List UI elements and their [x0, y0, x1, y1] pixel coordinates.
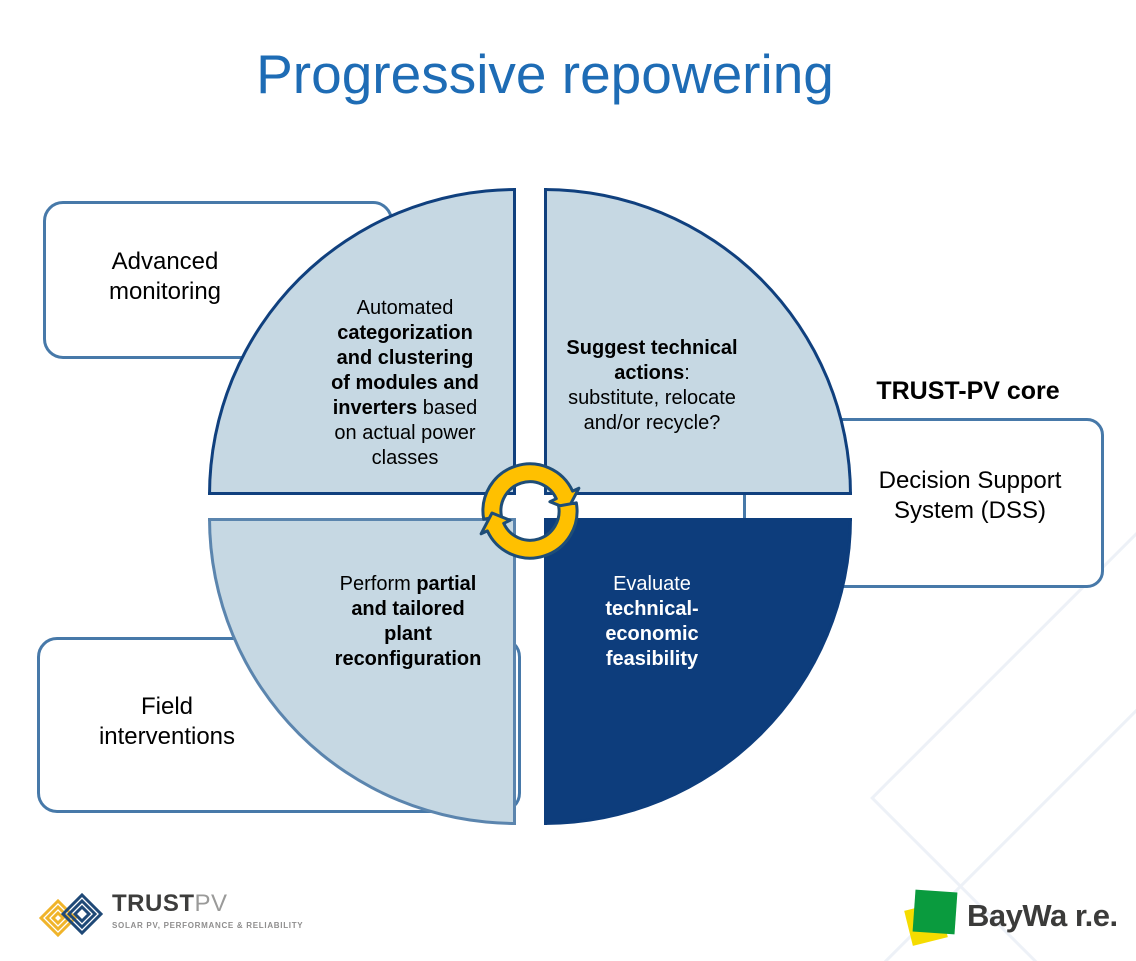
page-title: Progressive repowering — [256, 43, 834, 105]
baywa-green-square-icon — [912, 889, 958, 935]
dss-label: Decision Support System (DSS) — [845, 466, 1095, 526]
baywa-logo: BayWa r.e. — [904, 888, 1125, 950]
quadrant-text-line: actions: — [614, 362, 690, 384]
quadrant-text-line: plant — [384, 623, 432, 645]
trustpv-name-light: PV — [194, 890, 228, 917]
quadrant-text-top-right: Suggest technical actions: substitute, rel… — [547, 336, 757, 436]
quadrant-text-line: reconfiguration — [334, 648, 482, 670]
trustpv-diamonds-icon — [38, 892, 104, 938]
trustpv-wordmark: TRUSTPV SOLAR PV, PERFORMANCE & RELIABIL… — [112, 890, 412, 930]
quadrant-text-line: economic — [605, 623, 699, 645]
quadrant-text-line: on actual power — [334, 422, 476, 444]
quadrant-text-bottom-left: Perform partial and tailored plant reconfig… — [298, 572, 518, 672]
field-interventions-label: Field interventions — [42, 692, 292, 752]
quadrant-text-top-left: Automated categorization and clustering of … — [285, 296, 525, 471]
label-line: Field — [140, 693, 194, 720]
quadrant-text-line: and clustering — [336, 347, 474, 369]
advanced-monitoring-label: Advanced monitoring — [45, 247, 285, 307]
label-line: monitoring — [108, 278, 222, 305]
quadrant-text-line: categorization — [337, 322, 473, 344]
quadrant-text-line: and tailored — [351, 598, 465, 620]
trustpv-core-label: TRUST-PV core — [876, 377, 1060, 405]
label-line: Advanced — [111, 248, 219, 275]
quadrant-text-line: Perform partial — [339, 573, 477, 595]
quadrant-text-line: Automated — [356, 297, 454, 319]
label-line: Decision Support — [878, 467, 1062, 494]
quadrant-text-line: substitute, relocate — [568, 387, 736, 409]
trustpv-tagline: SOLAR PV, PERFORMANCE & RELIABILITY — [112, 921, 304, 930]
baywa-wordmark: BayWa r.e. — [967, 898, 1118, 933]
quadrant-text-bottom-right: Evaluate technical-economic feasibility — [547, 572, 757, 672]
quadrant-text-line: of modules and — [331, 372, 479, 394]
quadrant-text-line: classes — [371, 447, 439, 469]
quadrant-text-line: inverters based — [332, 397, 478, 419]
quadrant-text-line: technical- — [605, 598, 699, 620]
quadrant-text-line: Evaluate — [613, 573, 691, 595]
trustpv-name-bold: TRUST — [112, 890, 195, 917]
quadrant-text-line: Suggest technical — [566, 337, 738, 359]
label-line: interventions — [98, 723, 236, 750]
label-line: System (DSS) — [893, 497, 1046, 524]
quadrant-text-line: and/or recycle? — [583, 412, 721, 434]
cycle-arrows-icon — [479, 462, 581, 560]
quadrant-text-line: feasibility — [605, 648, 699, 670]
